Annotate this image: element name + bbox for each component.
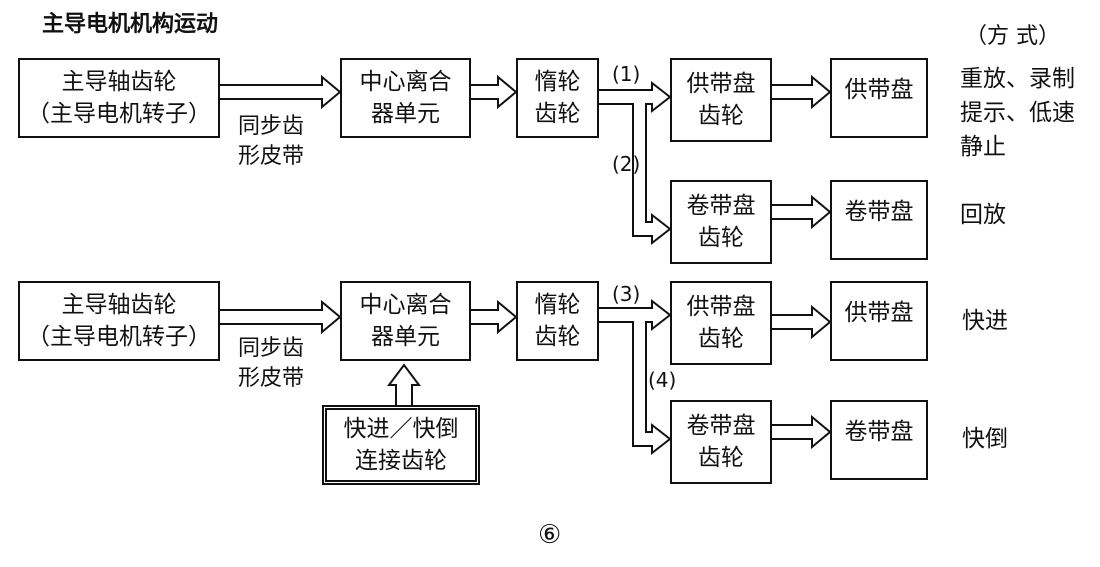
arrow-supply-bottom: [770, 304, 832, 340]
center-clutch-box-top: 中心离合 器单元: [340, 58, 471, 138]
timing-belt-label-bottom: 同步齿 形皮带: [238, 336, 305, 391]
takeup-reel-box-bottom: 卷带盘: [830, 400, 928, 480]
arrow-clutch-idler-top: [469, 74, 518, 110]
capstan-gear-box-bottom: 主导轴齿轮 （主导电机转子）: [18, 281, 220, 361]
arrow-supply-top: [770, 74, 832, 110]
center-clutch-box-bottom: 中心离合 器单元: [340, 281, 471, 361]
path-label-3: (3): [612, 282, 641, 306]
mode-supply-bottom: 快进: [962, 308, 1008, 334]
mode-header: （方 式）: [965, 24, 1060, 49]
timing-belt-label-top: 同步齿 形皮带: [238, 114, 305, 169]
takeup-reel-gear-box-bottom: 卷带盘 齿轮: [670, 400, 772, 484]
figure-number: ⑥: [538, 520, 562, 550]
capstan-gear-box-top: 主导轴齿轮 （主导电机转子）: [18, 58, 220, 138]
idler-gear-box-bottom: 惰轮 齿轮: [516, 281, 599, 361]
arrow-idler-branches-top: [597, 80, 672, 246]
path-label-2: (2): [612, 152, 641, 176]
path-label-4: (4): [648, 368, 677, 392]
mode-takeup-top: 回放: [960, 202, 1006, 228]
arrow-takeup-bottom: [770, 414, 832, 450]
arrow-takeup-top: [770, 194, 832, 230]
arrow-capstan-clutch-bottom: [218, 299, 342, 335]
idler-gear-box-top: 惰轮 齿轮: [516, 58, 599, 138]
mode-takeup-bottom: 快倒: [962, 426, 1008, 452]
ff-rew-link-gear-box: 快进／快倒 连接齿轮: [322, 405, 480, 485]
takeup-reel-gear-box-top: 卷带盘 齿轮: [670, 180, 772, 264]
arrow-clutch-idler-bottom: [469, 299, 518, 335]
mode-supply-top: 重放、录制 提示、低速 静止: [960, 66, 1075, 160]
supply-reel-gear-box-top: 供带盘 齿轮: [670, 58, 772, 142]
supply-reel-box-bottom: 供带盘: [830, 281, 928, 361]
diagram-title: 主导电机机构运动: [42, 12, 219, 37]
supply-reel-box-top: 供带盘: [830, 58, 928, 138]
arrow-idler-branches-bottom: [597, 298, 672, 456]
supply-reel-gear-box-bottom: 供带盘 齿轮: [670, 281, 772, 365]
path-label-1: (1): [612, 62, 641, 86]
arrow-capstan-clutch-top: [218, 74, 342, 110]
arrow-ffgear-clutch: [387, 363, 421, 405]
takeup-reel-box-top: 卷带盘: [830, 180, 928, 260]
